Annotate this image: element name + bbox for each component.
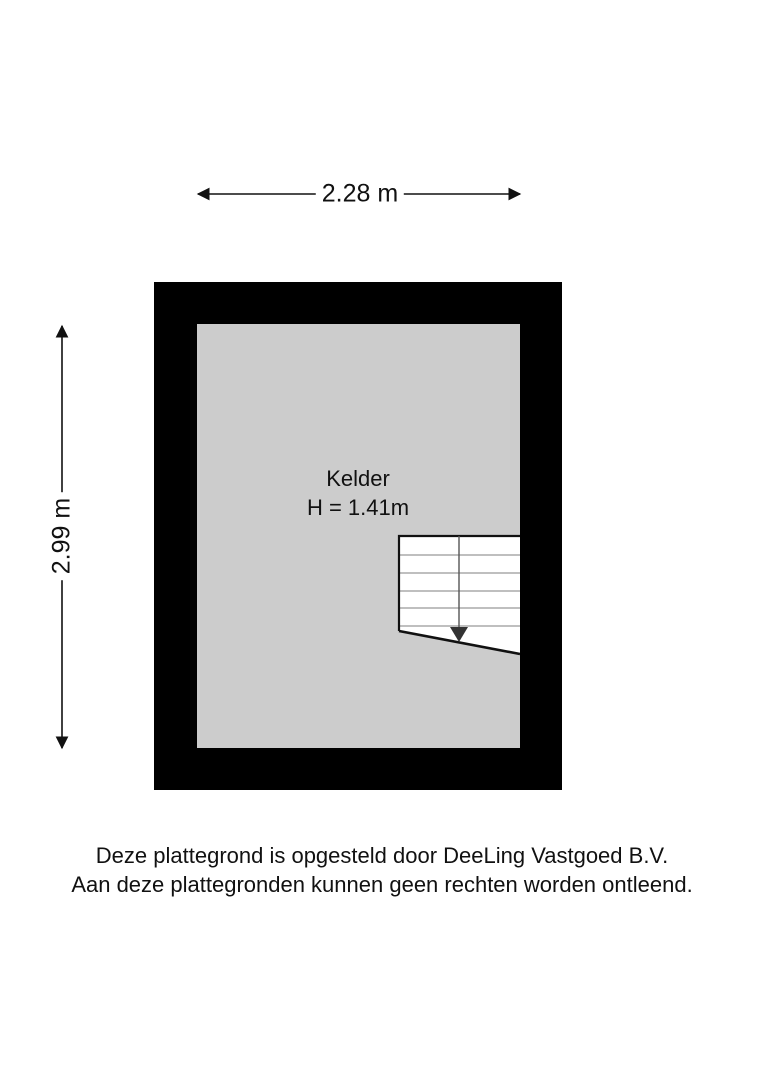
stair-step-lines <box>400 554 520 627</box>
room-label: Kelder H = 1.41m <box>307 464 409 522</box>
disclaimer-line-2: Aan deze plattegronden kunnen geen recht… <box>71 872 693 897</box>
disclaimer-line-1: Deze plattegrond is opgesteld door DeeLi… <box>95 843 669 868</box>
staircase <box>397 534 521 656</box>
height-dimension-label: 2.99 m <box>48 491 76 581</box>
disclaimer: Deze plattegrond is opgesteld door DeeLi… <box>0 841 764 899</box>
width-dimension-label: 2.28 m <box>315 181 405 207</box>
stair-down-arrow-icon <box>450 627 468 642</box>
room-name: Kelder <box>326 466 390 491</box>
room-ceiling-height: H = 1.41m <box>306 495 410 520</box>
